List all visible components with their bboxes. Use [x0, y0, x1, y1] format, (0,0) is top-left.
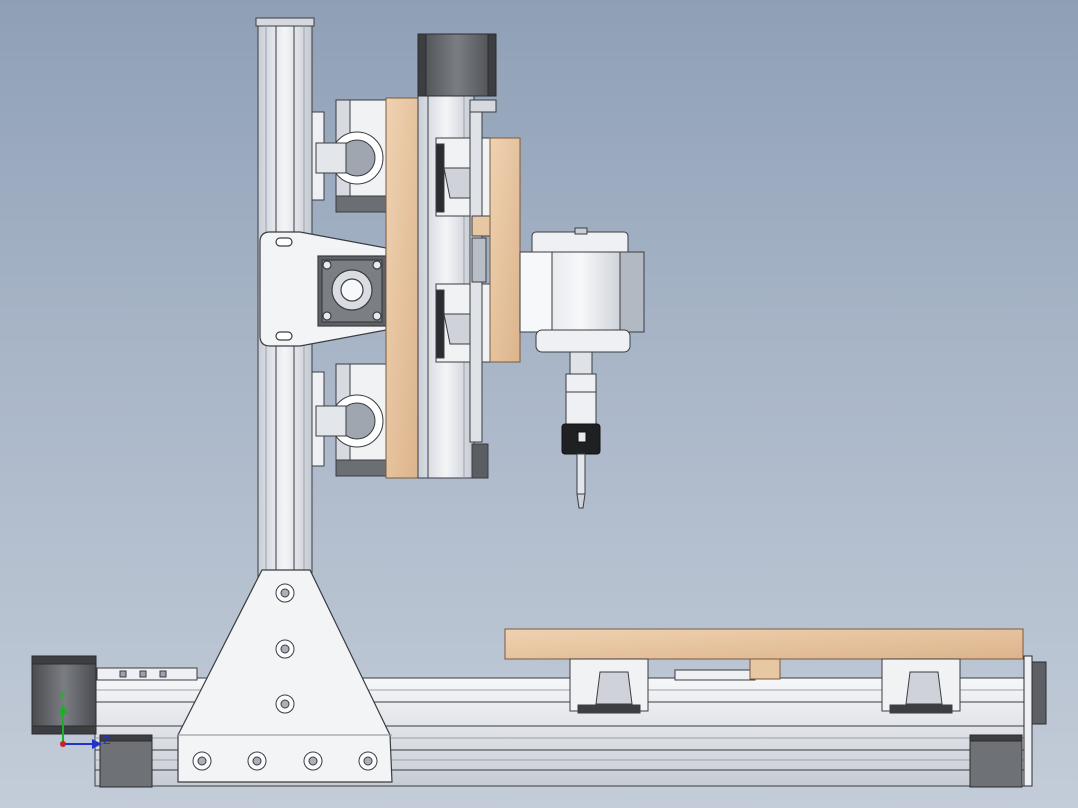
- collet-nut[interactable]: [561, 423, 601, 455]
- table-linear-block-left[interactable]: [569, 658, 649, 714]
- end-mill-bit[interactable]: [576, 453, 586, 509]
- z-linear-block-bottom[interactable]: [435, 283, 493, 363]
- z-linear-block-top[interactable]: [435, 137, 493, 217]
- base-feet: [99, 734, 1023, 788]
- spindle-motor[interactable]: [519, 227, 645, 353]
- gusset-plate: [177, 569, 393, 783]
- spindle-shaft: [565, 351, 597, 425]
- y-linear-bearing-top[interactable]: [311, 99, 389, 213]
- z-carriage-wood-plate[interactable]: [385, 97, 419, 479]
- gusset-bolts: [192, 583, 378, 771]
- table-linear-block-right[interactable]: [881, 658, 961, 714]
- z-axis-stepper-motor[interactable]: [417, 33, 497, 97]
- spindle-mount-plate[interactable]: [489, 137, 521, 363]
- triad-y-label: Y: [59, 689, 66, 702]
- triad-x-axis: [60, 741, 66, 747]
- coordinate-triad: [58, 704, 102, 749]
- work-table-wood[interactable]: [504, 628, 1024, 680]
- y-linear-bearing-bottom[interactable]: [311, 363, 389, 477]
- z-lead-screw: [469, 111, 493, 443]
- triad-z-label: Z: [103, 734, 111, 747]
- right-end-motor[interactable]: [1023, 655, 1047, 787]
- leadscrew-mount-plate[interactable]: [259, 231, 387, 347]
